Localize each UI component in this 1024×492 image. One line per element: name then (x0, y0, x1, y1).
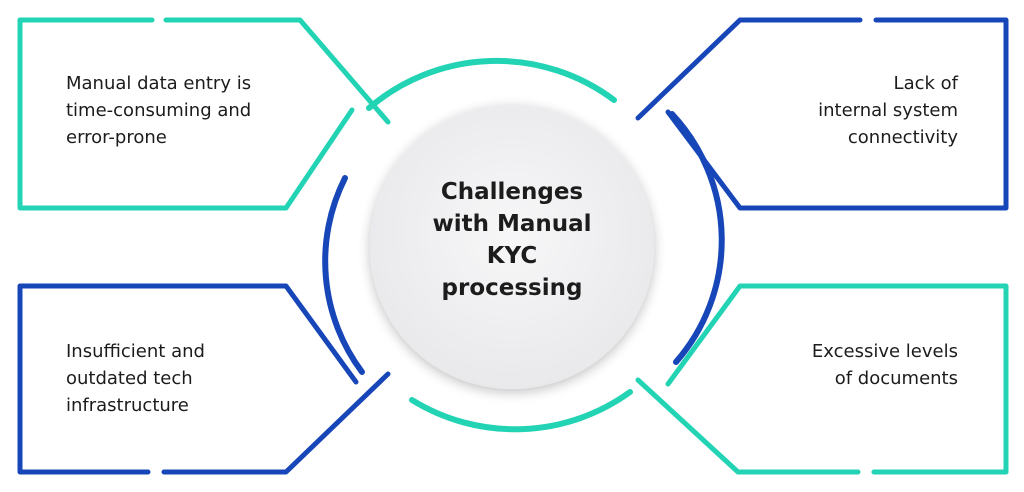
box-text-line: time-consuming and (66, 100, 252, 121)
box-text-line: internal system (818, 100, 958, 121)
box-top-right-text: Lack of internal system connectivity (818, 70, 958, 151)
box-bottom-right-text: Excessive levels of documents (812, 338, 958, 392)
box-text-line: error-prone (66, 127, 167, 148)
box-top-left-text: Manual data entry is time-consuming and … (66, 70, 251, 151)
box-bottom-left-text: Insufficient and outdated tech infrastru… (66, 338, 205, 419)
box-text-line: outdated tech (66, 368, 193, 389)
box-text-line: Manual data entry is (66, 73, 252, 94)
box-bottom-right-outline (635, 283, 1009, 475)
box-text-line: of documents (834, 368, 958, 389)
box-text-line: connectivity (847, 127, 958, 148)
center-circle (370, 105, 654, 389)
box-text-line: Excessive levels (811, 341, 958, 362)
ring-arc-left (322, 175, 365, 375)
center-title-line: with Manual (432, 211, 592, 237)
ring-arc-bottom (409, 389, 633, 433)
ring-arc-top (366, 57, 617, 111)
center-title: Challenges with Manual KYC processing (372, 176, 652, 304)
box-top-right-outline (635, 17, 1009, 211)
box-text-line: Insufficient and (66, 341, 205, 362)
center-title-line: Challenges (440, 179, 584, 205)
center-title-line: KYC (486, 243, 538, 269)
box-bottom-left-outline (17, 283, 391, 475)
box-top-left-outline (17, 17, 391, 211)
box-text-line: infrastructure (66, 395, 189, 416)
box-text-line: Lack of (893, 73, 958, 94)
center-title-line: processing (441, 275, 583, 301)
